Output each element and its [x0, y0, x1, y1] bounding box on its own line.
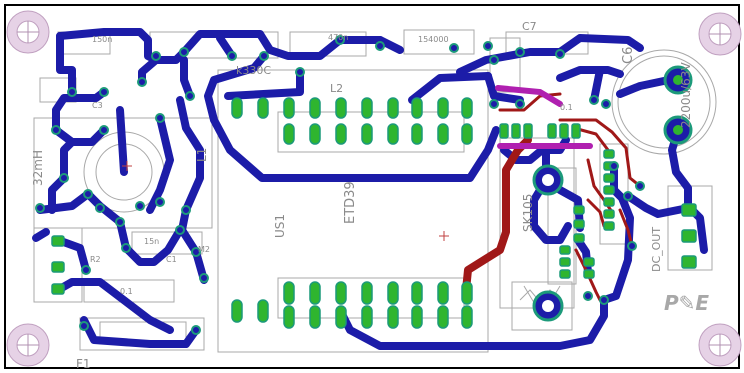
heatsink-label: SK105: [521, 194, 535, 232]
c7-label: C7: [522, 20, 537, 33]
mounting-hole-icon: [6, 323, 50, 367]
logo: P✎E: [664, 291, 709, 315]
r1-label: 0.1: [560, 103, 573, 112]
vias: [35, 35, 645, 335]
diode-label: 154000: [418, 35, 449, 44]
c6-label: C6: [621, 47, 636, 64]
top-overlay: [495, 85, 593, 149]
cap-150n-label: 150n: [92, 35, 112, 44]
fuse-ref-label: F1: [76, 357, 91, 371]
mounting-hole-icon: [698, 12, 742, 56]
transformer-ref-label: US1: [273, 214, 287, 238]
chip-k-label: k330C: [236, 64, 271, 77]
mounting-hole-icon: [6, 10, 50, 54]
l1-ref-label: L1: [195, 148, 209, 162]
cap-470n-label: 470n: [328, 33, 348, 42]
large-pads: [532, 65, 693, 322]
mounting-hole-icon: [698, 323, 742, 367]
transformer-type-label: ETD39: [343, 181, 358, 224]
top-traces: [462, 136, 532, 294]
l2-label: L2: [330, 82, 343, 95]
r-01-label: 0.1: [120, 287, 133, 296]
r2-label: R2: [90, 255, 101, 264]
l1-value-label: 32mH: [31, 150, 45, 186]
silkscreen: [33, 29, 717, 353]
c6-value-label: 2200u/63V: [679, 62, 693, 128]
m2-label: M2: [198, 245, 210, 254]
cap-15n-label: 15n: [144, 237, 159, 246]
pads: [51, 97, 697, 329]
c3-label: C3: [92, 101, 103, 110]
outputs-label: DC_OUT: [650, 227, 663, 272]
crosshair-icon: [122, 161, 449, 241]
c1-label: C1: [166, 255, 177, 264]
